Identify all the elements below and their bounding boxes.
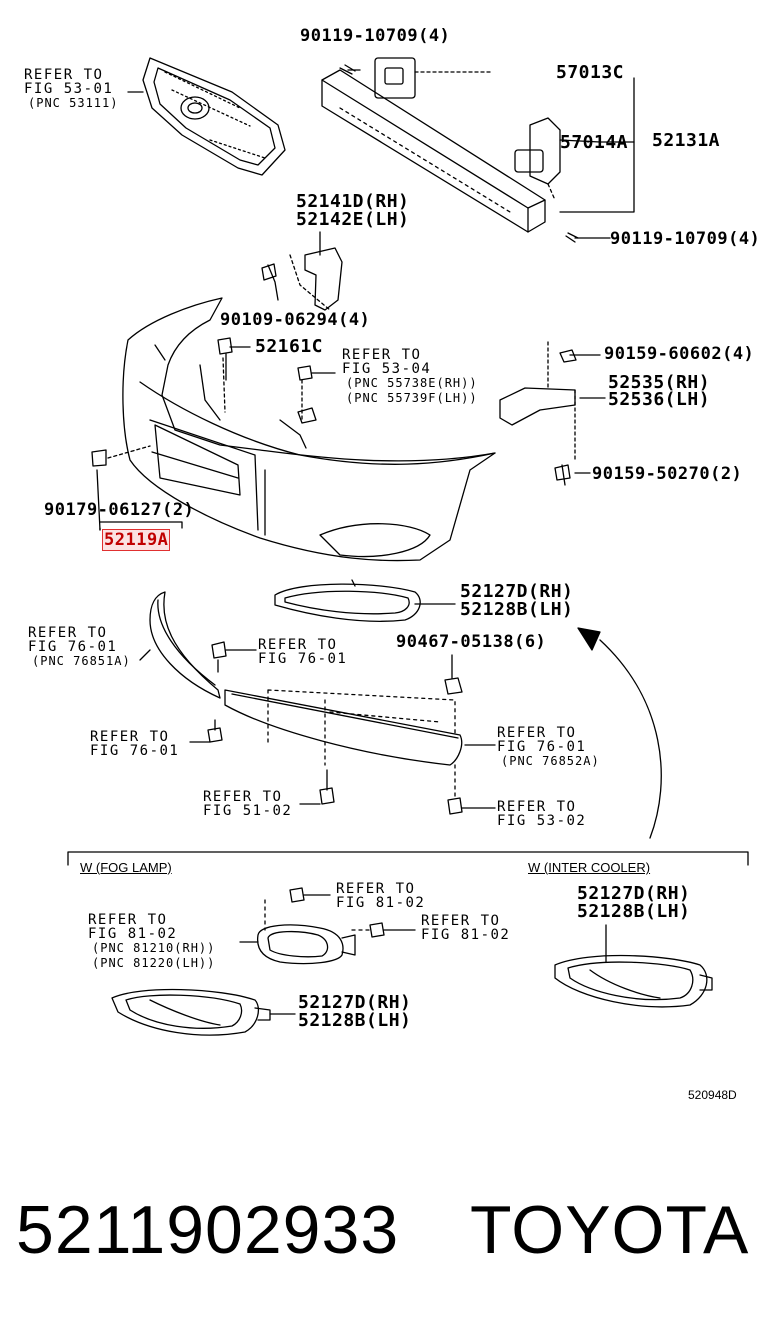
screw-90109-label: 90109-06294(4) [220, 310, 371, 330]
ref-line: FIG 76-01 [28, 639, 118, 655]
ref-76-01-b: REFER TO FIG 76-01 [258, 638, 347, 666]
ref-51-02: REFER TO FIG 51-02 [203, 790, 292, 818]
ref-line: FIG 76-01 [90, 743, 180, 759]
bracket-illustration [261, 231, 343, 311]
ref-line: FIG 53-01 [24, 81, 114, 97]
ref-53-02: REFER TO FIG 53-02 [497, 800, 586, 828]
clip-90179-label: 90179-06127(2) [44, 500, 195, 520]
pnc-line: (PNC 55738E(RH)) [346, 376, 478, 390]
grille-illustration [127, 57, 286, 176]
bolt-top-label: 90119-10709(4) [300, 26, 451, 46]
bolt-90159b-label: 90159-50270(2) [592, 464, 743, 484]
spoiler-illustration [139, 591, 496, 815]
ref-line: FIG 51-02 [203, 803, 293, 819]
pnc-line: (PNC 81210(RH)) [92, 941, 216, 955]
curved-arrow [577, 627, 662, 839]
bumper-cover-label: 52119A [102, 529, 171, 551]
clip-illustration [217, 337, 336, 424]
section-fog-lamp: W (FOG LAMP) [80, 860, 172, 875]
part-number: 5211902933 [16, 1192, 400, 1268]
bezel-illustration-middle [274, 579, 456, 622]
ref-76-01-d: REFER TO FIG 76-01 (PNC 76852A) [497, 726, 600, 768]
ref-line: REFER TO [258, 637, 338, 653]
support-lh-label: 52536(LH) [608, 389, 711, 410]
pnc-line: (PNC 55739F(LH)) [346, 391, 478, 405]
cooler-bezel-lh-label: 52128B(LH) [577, 901, 691, 922]
ref-line: REFER TO [24, 67, 104, 83]
ref-line: FIG 81-02 [88, 926, 178, 942]
brand-name: TOYOTA [470, 1192, 750, 1268]
ref-line: REFER TO [88, 912, 168, 928]
section-frame [67, 851, 749, 866]
fog-bezel-lh-label: 52128B(LH) [298, 1010, 412, 1031]
support-illustration [499, 341, 606, 486]
pnc-line: (PNC 53111) [28, 96, 119, 110]
clip-52161c-label: 52161C [255, 336, 324, 357]
ref-76-01-c: REFER TO FIG 76-01 [90, 730, 179, 758]
bracket-lh-label: 52142E(LH) [296, 209, 410, 230]
ref-line: REFER TO [342, 347, 422, 363]
bolt-right-label: 90119-10709(4) [610, 229, 760, 249]
grille-reference: REFER TO FIG 53-01 (PNC 53111) [24, 68, 118, 110]
ref-line: FIG 53-02 [497, 813, 587, 829]
part-57013c-label: 57013C [556, 62, 625, 83]
bezel-lh-label: 52128B(LH) [460, 599, 574, 620]
cooler-bezel-illustration [554, 924, 713, 1008]
bumper-cover-illustration [91, 297, 496, 562]
part-57014a-label: 57014A [560, 132, 629, 153]
ref-line: REFER TO [28, 625, 108, 641]
screw-90467-label: 90467-05138(6) [396, 632, 547, 652]
ref-line: REFER TO [203, 789, 283, 805]
ref-line: FIG 81-02 [421, 927, 511, 943]
part-52131a-label: 52131A [652, 130, 721, 151]
ref-line: REFER TO [336, 881, 416, 897]
ref-81-02-c: REFER TO FIG 81-02 (PNC 81210(RH)) (PNC … [88, 913, 215, 971]
fog-lamp-illustration [239, 887, 416, 965]
bracket-rh-label: 52141D(RH) [296, 191, 410, 212]
ref-81-02-b: REFER TO FIG 81-02 [421, 914, 510, 942]
ref-line: REFER TO [90, 729, 170, 745]
ref-line: FIG 81-02 [336, 895, 426, 911]
reinforcement-illustration [321, 57, 635, 243]
ref-line: FIG 53-04 [342, 361, 432, 377]
ref-line: REFER TO [421, 913, 501, 929]
ref-line: REFER TO [497, 725, 577, 741]
bumper-cover-wrapper: 52119A [102, 529, 171, 551]
fog-bezel-rh-label: 52127D(RH) [298, 992, 412, 1013]
pnc-line: (PNC 76851A) [32, 654, 131, 668]
ref-76-01-a: REFER TO FIG 76-01 (PNC 76851A) [28, 626, 131, 668]
bolt-90159a-label: 90159-60602(4) [604, 344, 755, 364]
support-rh-label: 52535(RH) [608, 372, 711, 393]
fog-bezel-illustration [111, 988, 296, 1036]
ref-line: FIG 76-01 [497, 739, 587, 755]
ref-53-04: REFER TO FIG 53-04 (PNC 55738E(RH)) (PNC… [342, 348, 478, 406]
diagram-code: 520948D [688, 1088, 737, 1102]
ref-line: FIG 76-01 [258, 651, 348, 667]
section-inter-cooler: W (INTER COOLER) [528, 860, 651, 875]
pnc-line: (PNC 76852A) [501, 754, 600, 768]
cooler-bezel-rh-label: 52127D(RH) [577, 883, 691, 904]
ref-line: REFER TO [497, 799, 577, 815]
pnc-line: (PNC 81220(LH)) [92, 956, 216, 970]
bezel-rh-label: 52127D(RH) [460, 581, 574, 602]
ref-81-02-a: REFER TO FIG 81-02 [336, 882, 425, 910]
